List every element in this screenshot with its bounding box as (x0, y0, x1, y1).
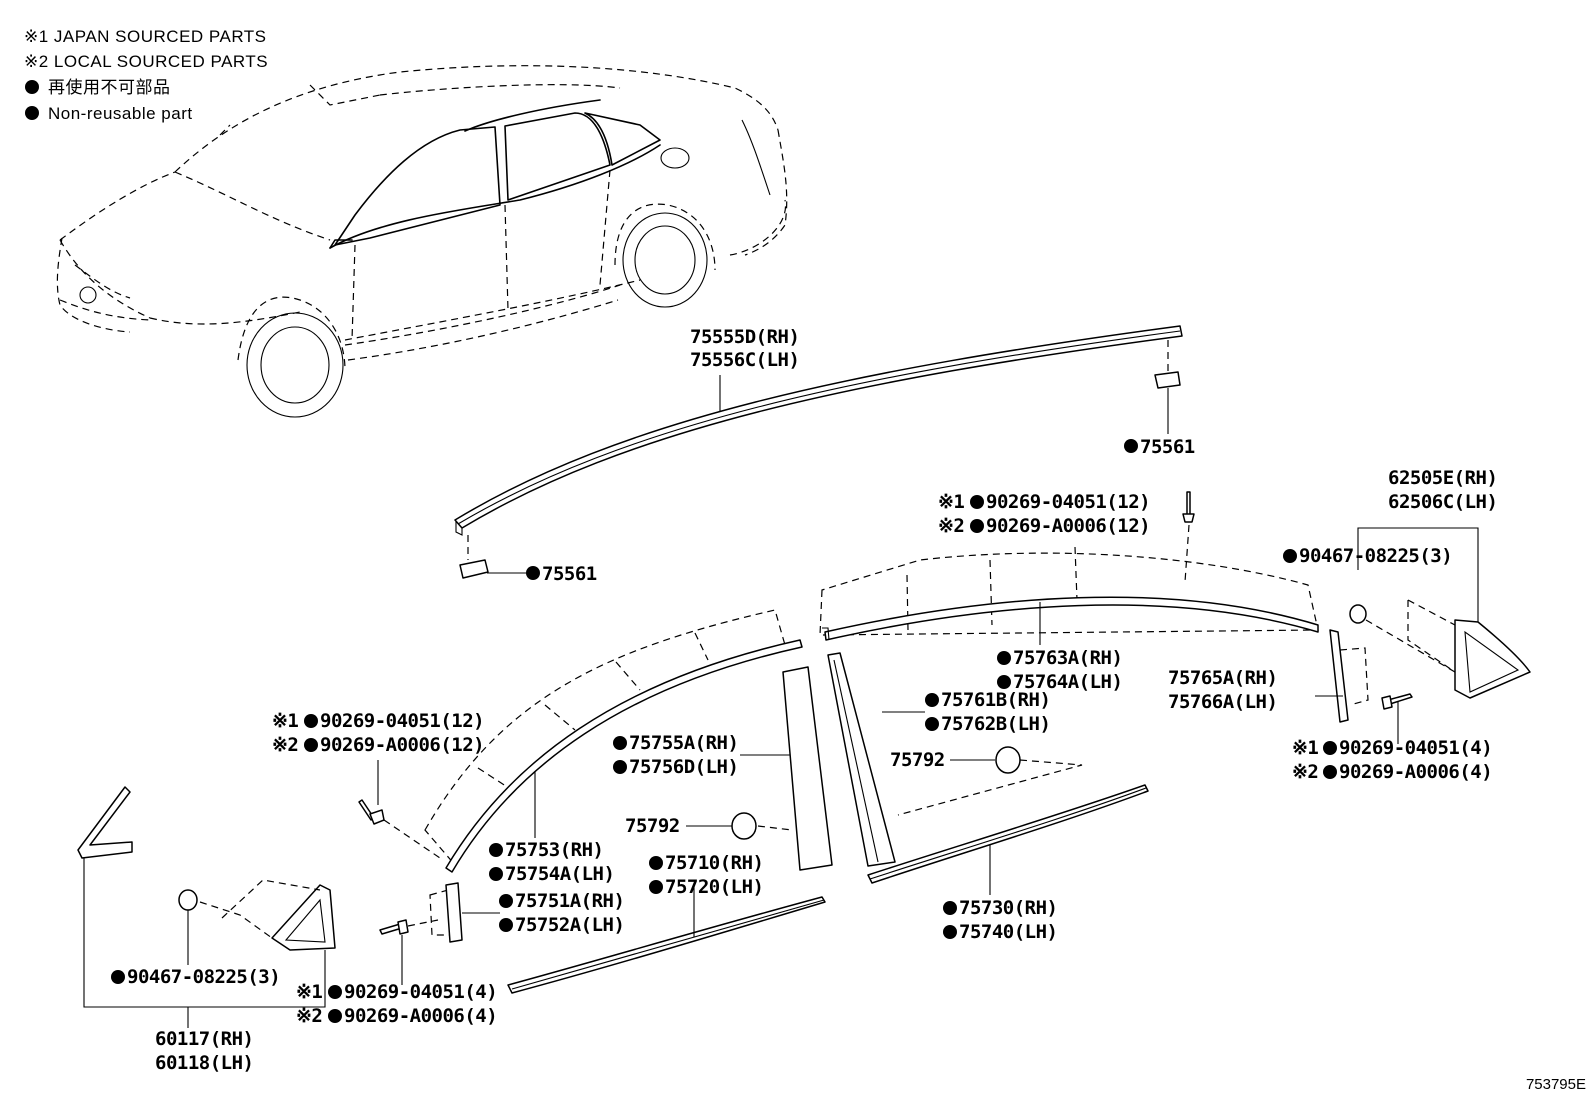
label-75561-right: 75561 (1140, 436, 1195, 458)
label-62506c-lh: 62506C(LH) (1388, 491, 1497, 513)
door-frame-outline (819, 552, 1319, 636)
non-reusable-dot-icon (526, 566, 540, 580)
door-frame-molding-upper (824, 596, 1319, 641)
non-reusable-dot-icon (499, 918, 513, 932)
legend-non-reusable-en: Non-reusable part (48, 104, 193, 123)
label-75555d-rh: 75555D(RH) (690, 326, 799, 348)
non-reusable-dot-icon (489, 867, 503, 881)
nut-icon (1349, 604, 1367, 624)
non-reusable-dot-icon (943, 925, 957, 939)
non-reusable-dot-icon (25, 106, 39, 120)
label-90467-08225-left: 90467-08225(3) (127, 966, 280, 988)
label-90269-a0006-12-top: 90269-A0006(12) (986, 515, 1150, 537)
non-reusable-dot-icon (111, 970, 125, 984)
label-75752a-lh: 75752A(LH) (515, 914, 624, 936)
clip-rb-local-mark: ※2 (1292, 761, 1318, 783)
non-reusable-dot-icon (489, 843, 503, 857)
clip-rb-jp-mark: ※1 (1292, 737, 1318, 759)
non-reusable-dot-icon (499, 894, 513, 908)
clip-top-jp-mark: ※1 (938, 491, 964, 513)
label-90269-04051-12-top: 90269-04051(12) (986, 491, 1150, 513)
label-90269-a0006-4-left: 90269-A0006(4) (344, 1005, 497, 1027)
non-reusable-dot-icon (1323, 741, 1337, 755)
label-75755a-rh: 75755A(RH) (629, 732, 738, 754)
non-reusable-dot-icon (1124, 439, 1138, 453)
label-75792-upper: 75792 (890, 749, 945, 771)
non-reusable-dot-icon (943, 901, 957, 915)
label-75792-lower: 75792 (625, 815, 680, 837)
non-reusable-dot-icon (304, 714, 318, 728)
label-75740-lh: 75740(LH) (959, 921, 1057, 943)
pillar-garnish-front (782, 666, 833, 871)
clip-lm-local-mark: ※2 (272, 734, 298, 756)
label-75761b-rh: 75761B(RH) (941, 689, 1050, 711)
label-75762b-lh: 75762B(LH) (941, 713, 1050, 735)
clip-lb-jp-mark: ※1 (296, 981, 322, 1003)
front-quarter-molding-alt (77, 786, 133, 859)
non-reusable-dot-icon (1323, 765, 1337, 779)
legend: ※1 JAPAN SOURCED PARTS ※2 LOCAL SOURCED … (24, 27, 268, 123)
label-75556c-lh: 75556C(LH) (690, 349, 799, 371)
pillar-garnish-rear (827, 652, 896, 867)
non-reusable-dot-icon (997, 675, 1011, 689)
label-90269-a0006-12-left: 90269-A0006(12) (320, 734, 484, 756)
label-90269-04051-12-left: 90269-04051(12) (320, 710, 484, 732)
label-62505e-rh: 62505E(RH) (1388, 467, 1497, 489)
non-reusable-dot-icon (1283, 549, 1297, 563)
nut-icon (178, 889, 198, 911)
label-60117-rh: 60117(RH) (155, 1028, 253, 1050)
non-reusable-dot-icon (304, 738, 318, 752)
car-illustration (56, 65, 788, 418)
non-reusable-dot-icon (613, 760, 627, 774)
non-reusable-dot-icon (997, 651, 1011, 665)
clip-top-local-mark: ※2 (938, 515, 964, 537)
rear-door-pillar-trim (1329, 629, 1349, 723)
label-90269-04051-4-left: 90269-04051(4) (344, 981, 497, 1003)
non-reusable-dot-icon (970, 495, 984, 509)
front-door-pillar-trim (445, 882, 463, 943)
label-90467-08225-right: 90467-08225(3) (1299, 545, 1452, 567)
non-reusable-dot-icon (25, 80, 39, 94)
rear-quarter-window-molding (1454, 619, 1531, 699)
label-75710-rh: 75710(RH) (665, 852, 763, 874)
clip-lb-local-mark: ※2 (296, 1005, 322, 1027)
legend-local-parts: ※2 LOCAL SOURCED PARTS (24, 52, 268, 71)
non-reusable-dot-icon (925, 717, 939, 731)
legend-non-reusable-jp: 再使用不可部品 (48, 77, 171, 97)
label-75763a-rh: 75763A(RH) (1013, 647, 1122, 669)
clip-75792-icon (995, 746, 1021, 774)
label-75765a-rh: 75765A(RH) (1168, 667, 1277, 689)
label-75764a-lh: 75764A(LH) (1013, 671, 1122, 693)
legend-japan-parts: ※1 JAPAN SOURCED PARTS (24, 27, 267, 46)
clip-75561-icon (459, 559, 489, 579)
clip-75561-icon (1154, 371, 1181, 389)
label-75754a-lh: 75754A(LH) (505, 863, 614, 885)
label-90269-a0006-4-right: 90269-A0006(4) (1339, 761, 1492, 783)
label-75751a-rh: 75751A(RH) (515, 890, 624, 912)
label-75756d-lh: 75756D(LH) (629, 756, 738, 778)
label-75766a-lh: 75766A(LH) (1168, 691, 1277, 713)
label-75730-rh: 75730(RH) (959, 897, 1057, 919)
clip-lm-jp-mark: ※1 (272, 710, 298, 732)
label-75561-left: 75561 (542, 563, 597, 585)
roof-drip-molding (454, 325, 1183, 536)
label-75753-rh: 75753(RH) (505, 839, 603, 861)
clip-pin-icon (1186, 491, 1191, 516)
clip-75792-icon (731, 812, 757, 840)
front-quarter-window-molding (271, 884, 336, 951)
non-reusable-dot-icon (613, 736, 627, 750)
rear-door-belt-molding (867, 784, 1149, 884)
front-door-frame-molding (445, 639, 803, 873)
non-reusable-dot-icon (925, 693, 939, 707)
label-75720-lh: 75720(LH) (665, 876, 763, 898)
non-reusable-dot-icon (649, 856, 663, 870)
diagram-code: 753795E (1525, 1076, 1586, 1093)
non-reusable-dot-icon (970, 519, 984, 533)
non-reusable-dot-icon (328, 985, 342, 999)
non-reusable-dot-icon (649, 880, 663, 894)
label-90269-04051-4-right: 90269-04051(4) (1339, 737, 1492, 759)
non-reusable-dot-icon (328, 1009, 342, 1023)
label-60118-lh: 60118(LH) (155, 1052, 253, 1074)
